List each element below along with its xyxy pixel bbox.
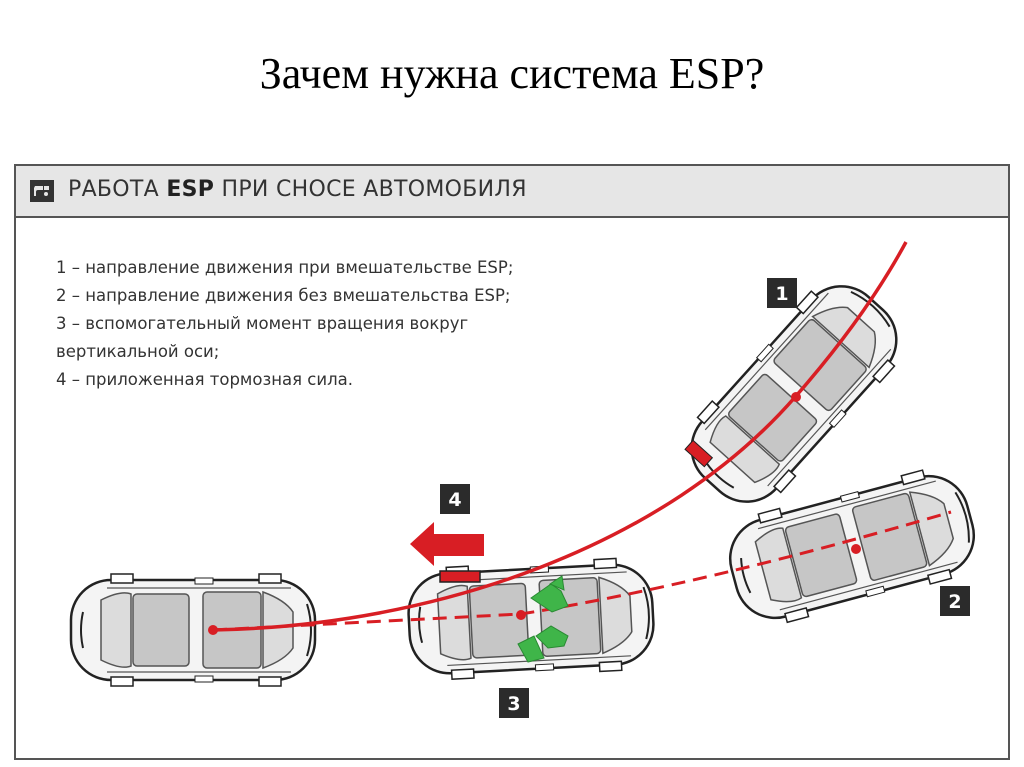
header-esp: ESP bbox=[166, 177, 215, 202]
path-with-esp bbox=[212, 241, 908, 632]
car-3-brake-marker bbox=[439, 570, 481, 583]
label-4: 4 bbox=[448, 489, 461, 511]
figure-header-title: РАБОТА ESP ПРИ СНОСЕ АВТОМОБИЛЯ bbox=[68, 177, 527, 202]
header-suffix: ПРИ СНОСЕ АВТОМОБИЛЯ bbox=[214, 177, 527, 202]
rotation-moment-arrows bbox=[517, 575, 569, 663]
esp-figure: РАБОТА ESP ПРИ СНОСЕ АВТОМОБИЛЯ 1 – напр… bbox=[14, 164, 1010, 760]
legend: 1 – направление движения при вмешательст… bbox=[56, 254, 656, 394]
center-dot-middle bbox=[516, 610, 526, 620]
legend-item-2: 2 – направление движения без вмешательст… bbox=[56, 286, 511, 305]
figure-header: РАБОТА ESP ПРИ СНОСЕ АВТОМОБИЛЯ bbox=[16, 166, 1008, 218]
label-2: 2 bbox=[948, 591, 961, 613]
header-prefix: РАБОТА bbox=[68, 177, 167, 202]
label-box-2: 2 bbox=[940, 586, 970, 616]
car-start bbox=[69, 572, 317, 688]
center-dot-start bbox=[208, 625, 218, 635]
label-box-4: 4 bbox=[440, 484, 470, 514]
legend-item-3-cont: вертикальной оси; bbox=[56, 342, 220, 361]
legend-item-1: 1 – направление движения при вмешательст… bbox=[56, 258, 514, 277]
legend-item-4: 4 – приложенная тормозная сила. bbox=[56, 370, 353, 389]
drift-diagram: 1 2 3 4 bbox=[69, 241, 986, 718]
label-3: 3 bbox=[507, 693, 520, 715]
brake-force-arrow bbox=[410, 522, 484, 566]
legend-item-3: 3 – вспомогательный момент вращения вокр… bbox=[56, 314, 469, 333]
slide-title: Зачем нужна система ESP? bbox=[259, 49, 765, 98]
label-box-1: 1 bbox=[767, 278, 797, 308]
label-box-3: 3 bbox=[499, 688, 529, 718]
center-dot-path-2 bbox=[851, 544, 861, 554]
center-dot-path-1 bbox=[791, 392, 801, 402]
car-path-1 bbox=[669, 264, 919, 524]
car-icon bbox=[30, 180, 54, 202]
label-1: 1 bbox=[775, 283, 788, 305]
